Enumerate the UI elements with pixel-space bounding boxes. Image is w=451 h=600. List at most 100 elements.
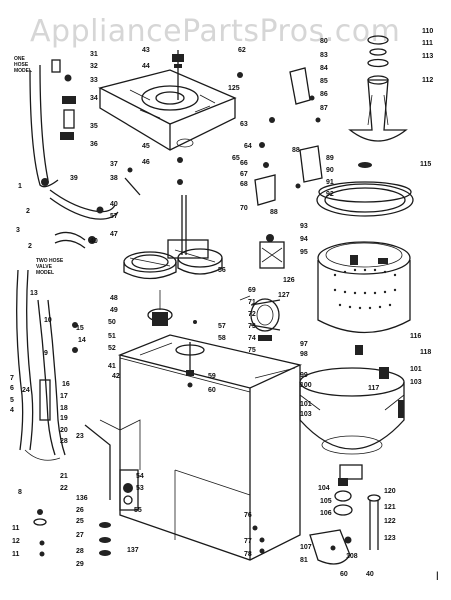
drawing <box>16 35 414 565</box>
part-number-label: 88 <box>292 147 300 154</box>
part-number-label: 59 <box>208 373 216 380</box>
part-number-label: 70 <box>240 205 248 212</box>
agitator <box>348 35 408 168</box>
part-number-label: 98 <box>300 351 308 358</box>
part-number-label: 101 <box>300 401 312 408</box>
top-plate <box>175 342 205 388</box>
drain-hoses <box>16 269 111 557</box>
part-number-label: 21 <box>60 473 68 480</box>
sublabel-one-hose-2: HOSE <box>14 62 29 68</box>
part-number-label: 73 <box>248 323 256 330</box>
part-number-label: 108 <box>346 553 358 560</box>
part-number-label: 60 <box>208 387 216 394</box>
part-number-label: 12 <box>12 538 20 545</box>
part-number-label: 55 <box>134 507 142 514</box>
part-number-label: 6 <box>10 385 14 392</box>
part-number-label: 101 <box>410 366 422 373</box>
part-number-label: 52 <box>108 345 116 352</box>
part-number-label: 9 <box>44 350 48 357</box>
part-number-label: 42 <box>112 373 120 380</box>
part-number-label: 17 <box>60 393 68 400</box>
part-number-label: 49 <box>110 307 118 314</box>
part-number-label: 22 <box>60 485 68 492</box>
part-number-label: 125 <box>228 85 240 92</box>
part-number-label: 28 <box>60 438 68 445</box>
part-number-label: 44 <box>142 63 150 70</box>
part-number-label: 116 <box>410 333 421 340</box>
part-number-label: 8 <box>18 489 22 496</box>
part-number-label: 136 <box>76 495 88 502</box>
part-number-label: 103 <box>410 379 422 386</box>
part-number-label: 137 <box>127 547 139 554</box>
part-number-label: 10 <box>44 317 52 324</box>
part-number-label: 75 <box>248 347 256 354</box>
part-number-label: 100 <box>300 382 312 389</box>
sublabel-one-hose-3: MODEL <box>14 68 32 74</box>
part-number-label: 60 <box>340 571 348 578</box>
part-number-label: 2 <box>26 208 30 215</box>
part-number-label: 38 <box>110 175 118 182</box>
part-number-label: 118 <box>420 349 431 356</box>
part-number-label: 62 <box>238 47 246 54</box>
part-number-label: 39 <box>70 175 78 182</box>
part-number-label: 35 <box>90 123 98 130</box>
part-number-label: 63 <box>240 121 248 128</box>
part-number-label: 37 <box>110 161 118 168</box>
part-number-label: 25 <box>76 518 84 525</box>
part-number-label: 53 <box>136 485 144 492</box>
part-number-label: 106 <box>320 510 332 517</box>
part-number-label: 28 <box>76 548 84 555</box>
part-number-label: 103 <box>300 411 312 418</box>
part-number-label: 43 <box>142 47 150 54</box>
part-number-label: 80 <box>320 38 328 45</box>
part-number-label: 15 <box>76 325 84 332</box>
part-number-label: 11 <box>12 551 20 558</box>
part-number-label: 115 <box>420 161 431 168</box>
tub-perforations <box>333 268 397 310</box>
part-number-label: 99 <box>300 372 308 379</box>
part-number-label: 104 <box>318 485 330 492</box>
part-number-label: 57 <box>110 213 118 220</box>
part-number-label: 121 <box>384 504 396 511</box>
brackets <box>237 67 323 206</box>
part-number-label: 88 <box>270 209 278 216</box>
part-number-label: 41 <box>108 363 116 370</box>
part-number-label: 92 <box>326 191 334 198</box>
part-number-callouts: 3132333435361239403240434445463738574748… <box>10 28 433 578</box>
part-number-label: 87 <box>320 105 328 112</box>
part-number-label: 117 <box>368 385 379 392</box>
part-number-label: 57 <box>218 323 226 330</box>
part-number-label: 54 <box>136 473 144 480</box>
part-number-label: 94 <box>300 236 308 243</box>
part-number-label: 46 <box>142 159 150 166</box>
part-number-label: 127 <box>278 292 290 299</box>
outer-tub <box>316 181 414 334</box>
watermark-text: AppliancePartsPros.com <box>30 14 401 49</box>
part-number-label: 20 <box>60 427 68 434</box>
part-number-label: 64 <box>244 143 252 150</box>
part-number-label: 13 <box>30 290 38 297</box>
inlet-hoses <box>29 59 119 249</box>
page-mark: l <box>436 569 439 583</box>
part-number-label: 2 <box>28 243 32 250</box>
part-number-label: 36 <box>90 141 98 148</box>
transmission <box>123 195 223 326</box>
part-number-label: 91 <box>326 179 334 186</box>
tub-base <box>299 345 405 480</box>
motor <box>250 234 285 341</box>
part-number-label: 111 <box>422 40 433 47</box>
part-number-label: 68 <box>240 181 248 188</box>
part-number-label: 3 <box>16 227 20 234</box>
part-number-label: 105 <box>320 498 332 505</box>
part-number-label: 23 <box>76 433 84 440</box>
part-number-label: 45 <box>142 143 150 150</box>
part-number-label: 48 <box>110 295 118 302</box>
small-parts <box>124 167 265 554</box>
part-number-label: 47 <box>110 231 118 238</box>
part-number-label: 85 <box>320 78 328 85</box>
part-number-label: 78 <box>244 551 252 558</box>
cabinet-pump <box>99 419 141 511</box>
sublabel-two-hose-2: VALVE <box>36 264 53 270</box>
part-number-label: 66 <box>240 160 248 167</box>
